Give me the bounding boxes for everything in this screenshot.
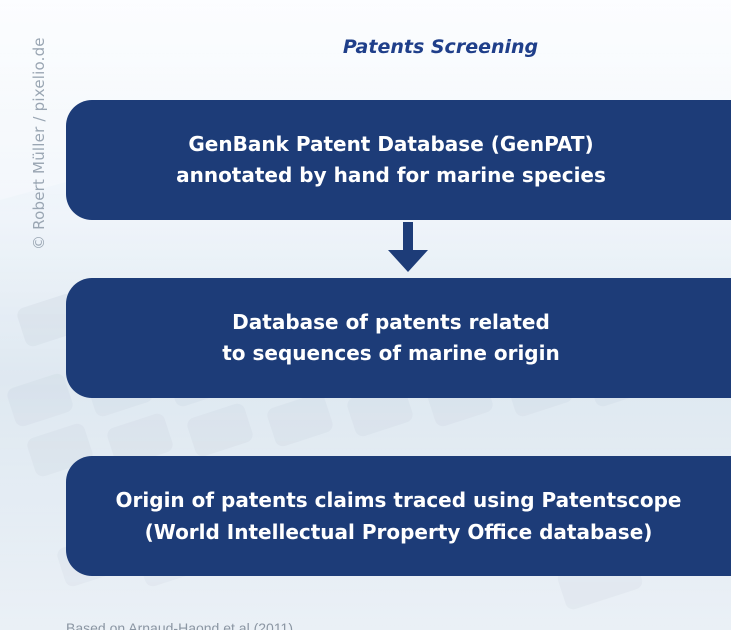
step-1-line-1: GenBank Patent Database (GenPAT) — [188, 132, 594, 156]
step-box-marine-patents: Database of patents related to sequences… — [66, 278, 731, 398]
source-footnote: Based on Arnaud-Haond et al (2011) — [66, 620, 294, 630]
step-3-line-2: (World Intellectual Property Office data… — [144, 520, 653, 544]
step-box-patentscope: Origin of patents claims traced using Pa… — [66, 456, 731, 576]
step-2-line-2: to sequences of marine origin — [222, 341, 560, 365]
step-3-line-1: Origin of patents claims traced using Pa… — [115, 488, 682, 512]
step-2-line-1: Database of patents related — [232, 310, 550, 334]
down-arrow-icon — [388, 222, 428, 272]
step-1-line-2: annotated by hand for marine species — [176, 163, 606, 187]
photo-credit: © Robert Müller / pixelio.de — [30, 37, 48, 250]
diagram-title: Patents Screening — [342, 36, 539, 58]
step-box-genbank: GenBank Patent Database (GenPAT) annotat… — [66, 100, 731, 220]
